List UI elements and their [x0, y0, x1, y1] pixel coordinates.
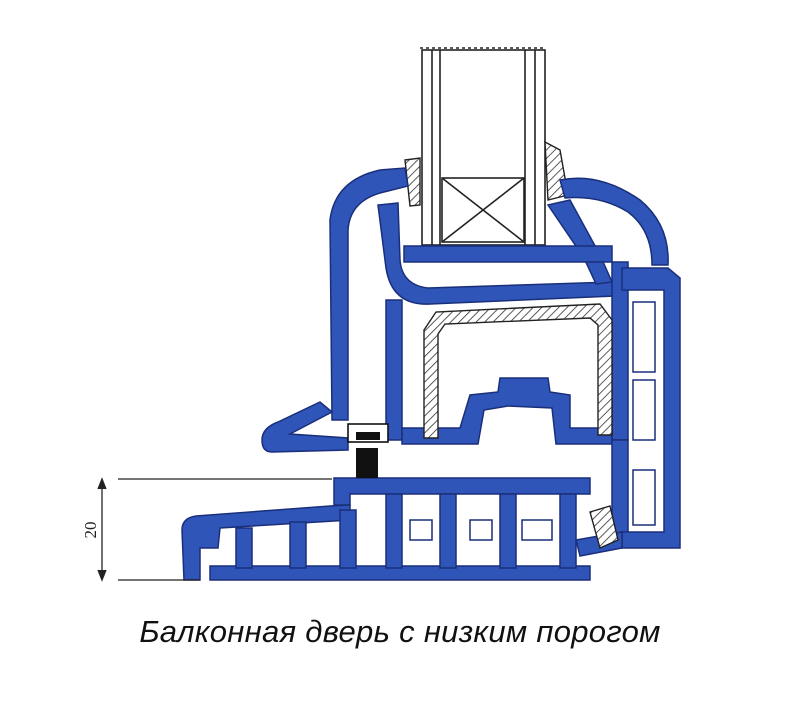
steel-reinforcement: [423, 303, 613, 439]
sash-profile: [261, 167, 669, 546]
height-dimension: [97, 477, 332, 582]
frame-profile: [621, 267, 681, 549]
threshold-profile: [181, 477, 623, 581]
glass-unit: [420, 47, 546, 246]
dimension-label: 20: [81, 522, 100, 539]
threshold-seal: [347, 423, 389, 478]
corner-gasket: [589, 505, 619, 549]
diagram-caption: Балконная дверь с низким порогом: [139, 614, 661, 649]
glass-seals: [404, 140, 569, 207]
